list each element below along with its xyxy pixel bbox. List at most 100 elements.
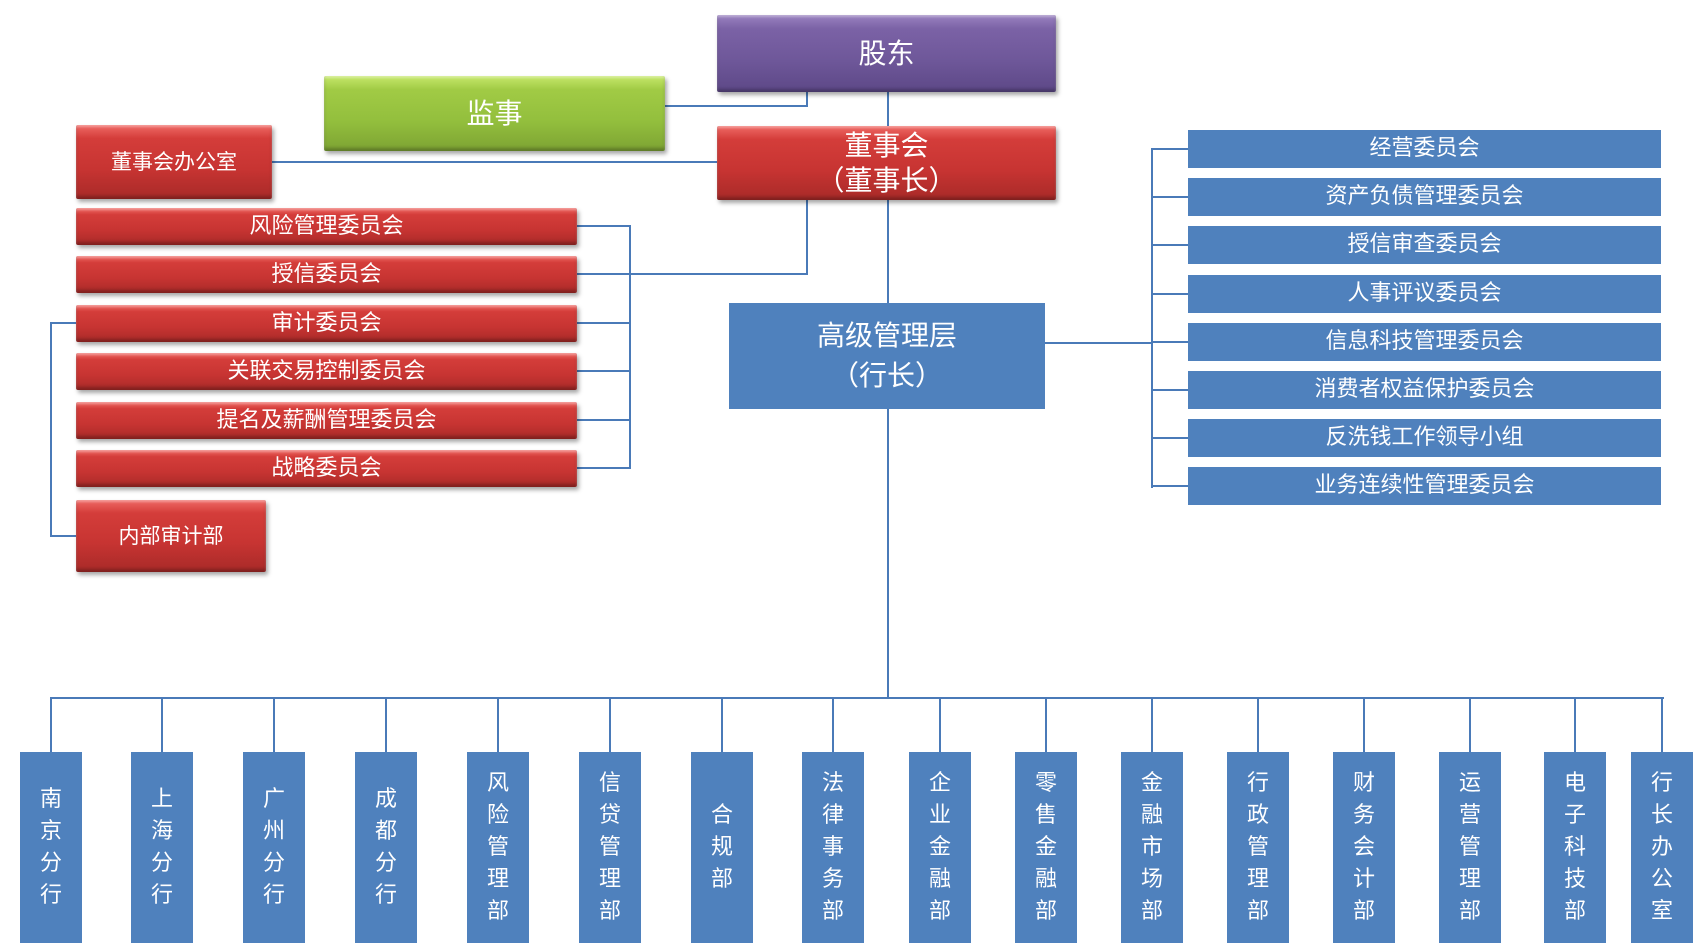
- department-label: 金融市场部: [1140, 770, 1163, 924]
- connector-management-bus: [887, 409, 889, 699]
- department-drop: [721, 698, 723, 752]
- connector-management-committees: [1045, 342, 1153, 344]
- management-label: 高级管理层: [816, 319, 957, 352]
- management-committee-label: 资产负债管理委员会: [1325, 184, 1524, 209]
- department-drop: [832, 698, 834, 752]
- department-node[interactable]: 行政管理部: [1227, 752, 1289, 943]
- management-committee-stub: [1151, 485, 1188, 487]
- department-drop: [273, 698, 275, 752]
- department-label: 广州分行: [262, 786, 285, 908]
- connector-shareholders-supervisors-h: [665, 105, 808, 107]
- department-node[interactable]: 企业金融部: [909, 752, 971, 943]
- board-committee-node[interactable]: 提名及薪酬管理委员会: [76, 402, 577, 439]
- department-node[interactable]: 财务会计部: [1333, 752, 1395, 943]
- management-committee-stub: [1151, 196, 1188, 198]
- department-node[interactable]: 运营管理部: [1439, 752, 1501, 943]
- board-committee-node[interactable]: 授信委员会: [76, 256, 577, 293]
- committee-stub: [577, 322, 631, 324]
- management-node[interactable]: 高级管理层 （行长）: [729, 303, 1045, 409]
- department-drop: [1363, 698, 1365, 752]
- department-label: 零售金融部: [1034, 770, 1057, 924]
- department-node[interactable]: 广州分行: [243, 752, 305, 943]
- department-label: 上海分行: [150, 786, 173, 908]
- committee-stub: [577, 370, 631, 372]
- department-drop: [1151, 698, 1153, 752]
- board-committee-label: 提名及薪酬管理委员会: [216, 407, 437, 433]
- board-node[interactable]: 董事会 （董事长）: [717, 126, 1056, 200]
- department-drop: [161, 698, 163, 752]
- management-committee-node[interactable]: 授信审查委员会: [1188, 226, 1661, 264]
- department-node[interactable]: 成都分行: [355, 752, 417, 943]
- management-committee-label: 业务连续性管理委员会: [1314, 473, 1535, 498]
- management-committee-stub: [1151, 293, 1188, 295]
- committee-stub: [577, 467, 631, 469]
- board-office-node[interactable]: 董事会办公室: [76, 125, 272, 199]
- department-drop: [1574, 698, 1576, 752]
- management-committee-bracket: [1151, 148, 1153, 488]
- department-node[interactable]: 行长办公室: [1631, 752, 1693, 943]
- management-committee-node[interactable]: 业务连续性管理委员会: [1188, 467, 1661, 505]
- audit-stub-bottom: [50, 535, 76, 537]
- president-label: （行长）: [830, 359, 943, 392]
- board-committee-label: 授信委员会: [271, 261, 382, 287]
- management-committee-label: 授信审查委员会: [1347, 232, 1502, 257]
- department-node[interactable]: 上海分行: [131, 752, 193, 943]
- connector-board-committees-v: [806, 200, 808, 275]
- management-committee-label: 反洗钱工作领导小组: [1325, 425, 1524, 450]
- management-committee-node[interactable]: 资产负债管理委员会: [1188, 178, 1661, 216]
- department-label: 行长办公室: [1650, 770, 1673, 924]
- department-node[interactable]: 信贷管理部: [579, 752, 641, 943]
- board-committee-node[interactable]: 战略委员会: [76, 450, 577, 487]
- board-label: 董事会: [844, 129, 929, 162]
- department-node[interactable]: 金融市场部: [1121, 752, 1183, 943]
- management-committee-label: 经营委员会: [1369, 136, 1480, 161]
- department-label: 合规部: [710, 802, 733, 892]
- shareholders-node[interactable]: 股东: [717, 15, 1056, 92]
- connector-board-committees-h: [577, 273, 808, 275]
- connector-shareholders-supervisors-v: [806, 92, 808, 107]
- management-committee-label: 人事评议委员会: [1347, 281, 1502, 306]
- management-committee-node[interactable]: 反洗钱工作领导小组: [1188, 419, 1661, 457]
- department-node[interactable]: 电子科技部: [1544, 752, 1606, 943]
- department-node[interactable]: 零售金融部: [1015, 752, 1077, 943]
- department-drop: [609, 698, 611, 752]
- board-committee-label: 审计委员会: [271, 310, 382, 336]
- board-committee-node[interactable]: 关联交易控制委员会: [76, 353, 577, 390]
- department-node[interactable]: 法律事务部: [802, 752, 864, 943]
- department-drop: [939, 698, 941, 752]
- department-node[interactable]: 南京分行: [20, 752, 82, 943]
- audit-bracket: [50, 322, 52, 537]
- management-committee-stub: [1151, 437, 1188, 439]
- management-committee-node[interactable]: 信息科技管理委员会: [1188, 323, 1661, 361]
- management-committee-node[interactable]: 人事评议委员会: [1188, 275, 1661, 313]
- connector-board-office: [272, 161, 717, 163]
- department-drop: [50, 698, 52, 752]
- management-committee-label: 消费者权益保护委员会: [1314, 377, 1535, 402]
- board-committee-label: 关联交易控制委员会: [227, 358, 426, 384]
- department-node[interactable]: 合规部: [691, 752, 753, 943]
- connector-shareholders-board: [887, 92, 889, 126]
- department-label: 成都分行: [374, 786, 397, 908]
- committee-stub: [577, 225, 631, 227]
- internal-audit-label: 内部审计部: [118, 524, 224, 548]
- management-committee-stub: [1151, 148, 1188, 150]
- board-committee-node[interactable]: 审计委员会: [76, 305, 577, 342]
- department-label: 风险管理部: [486, 770, 509, 924]
- department-drop: [1045, 698, 1047, 752]
- management-committee-node[interactable]: 经营委员会: [1188, 130, 1661, 168]
- supervisors-node[interactable]: 监事: [324, 76, 665, 151]
- board-committee-node[interactable]: 风险管理委员会: [76, 208, 577, 245]
- department-drop: [385, 698, 387, 752]
- management-committee-node[interactable]: 消费者权益保护委员会: [1188, 371, 1661, 409]
- department-drop: [1257, 698, 1259, 752]
- department-drop: [497, 698, 499, 752]
- department-node[interactable]: 风险管理部: [467, 752, 529, 943]
- department-drop: [1661, 698, 1663, 752]
- internal-audit-node[interactable]: 内部审计部: [76, 500, 266, 572]
- department-label: 南京分行: [39, 786, 62, 908]
- management-committee-stub: [1151, 244, 1188, 246]
- department-label: 企业金融部: [928, 770, 951, 924]
- committee-stub: [577, 419, 631, 421]
- department-label: 电子科技部: [1563, 770, 1586, 924]
- department-bus: [50, 697, 1664, 699]
